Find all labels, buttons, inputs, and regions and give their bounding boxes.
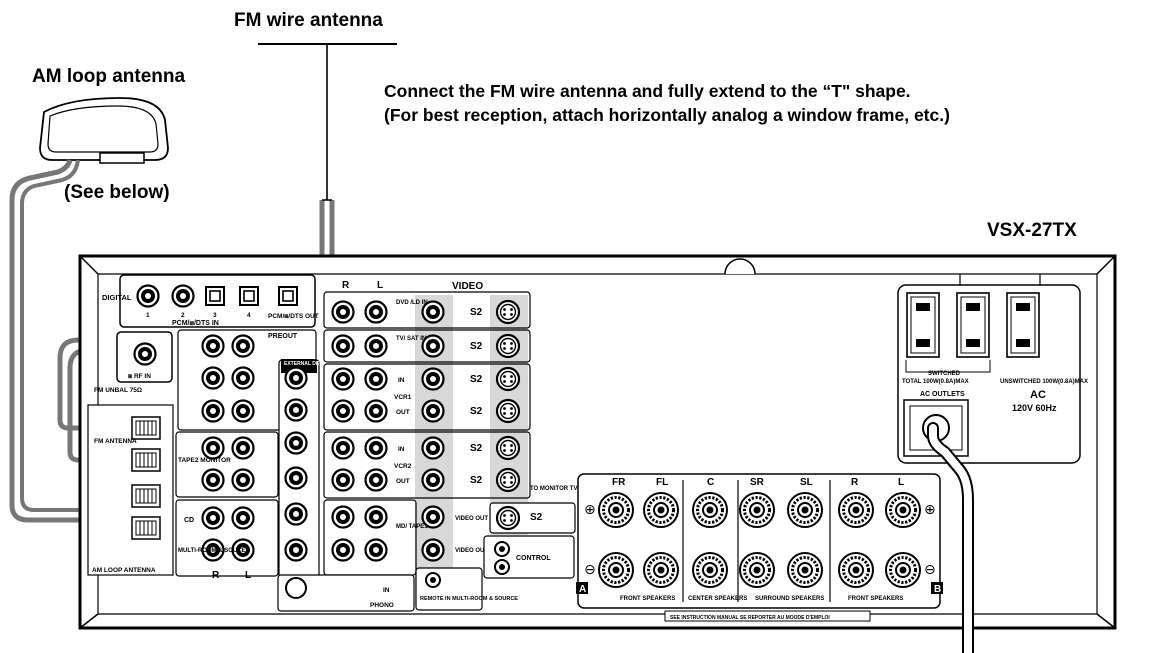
s2-label-3: S2: [470, 374, 483, 385]
am-loop-antenna-label: AM loop antenna: [32, 66, 186, 87]
unswitched-label: UNSWITCHED 100W(0.8A)MAX: [1000, 379, 1088, 385]
cd-label: CD: [184, 517, 194, 524]
external-decoder-label: EXTERNAL DECODER IN: [284, 361, 344, 367]
speaker-b-label: B: [934, 584, 941, 595]
ac-rating-label: 120V 60Hz: [1012, 403, 1057, 413]
speaker-r-label: R: [851, 477, 859, 488]
svg-text:⊕: ⊕: [924, 502, 936, 518]
vcr1-label: VCR1: [394, 394, 412, 401]
vcr1-in-label: IN: [398, 377, 405, 384]
speaker-sl-label: SL: [800, 477, 813, 488]
speaker-c-label: C: [707, 477, 714, 488]
pcm-dts-in-label: PCM/⧈/DTS IN: [172, 320, 219, 327]
s2-label-1: S2: [470, 307, 483, 318]
surround-speakers-label: SURROUND SPEAKERS: [755, 596, 824, 602]
see-below-label: (See below): [64, 182, 170, 203]
remote-in-label: REMOTE IN MULTI-ROOM & SOURCE: [420, 596, 518, 602]
digital-in-4-label: 4: [247, 312, 251, 319]
s2-label-2: S2: [470, 341, 483, 352]
switched-total-label: TOTAL 100W(0.8A)MAX: [902, 379, 969, 385]
am-loop-antenna-panel-label: AM LOOP ANTENNA: [92, 567, 156, 574]
model-label: VSX-27TX: [987, 220, 1077, 241]
left-block-l-label: L: [245, 570, 251, 581]
tape2-monitor-label: TAPE2 MONITOR: [178, 457, 231, 464]
switched-label: SWITCHED: [928, 371, 961, 377]
digital-in-3-label: 3: [213, 312, 217, 319]
ac-label: AC: [1030, 389, 1046, 401]
front-speakers-b-label: FRONT SPEAKERS: [848, 596, 903, 602]
instruction-line-1: Connect the FM wire antenna and fully ex…: [384, 81, 911, 101]
digital-label: DIGITAL: [102, 293, 132, 302]
video-header: VIDEO: [452, 281, 483, 292]
preout-label: PREOUT: [268, 333, 298, 340]
fm-unbal-label: FM UNBAL 75Ω: [94, 387, 142, 394]
digital-in-2-label: 2: [181, 312, 185, 319]
svg-text:⊖: ⊖: [584, 562, 596, 578]
md-tape1-label: MD/ TAPE1: [396, 524, 428, 530]
vcr1-out-label: OUT: [396, 409, 410, 416]
svg-text:⊖: ⊖: [924, 562, 936, 578]
speaker-fr-label: FR: [612, 477, 626, 488]
speaker-fl-label: FL: [656, 477, 668, 488]
control-label: CONTROL: [516, 555, 551, 562]
center-speakers-label: CENTER SPEAKERS: [688, 596, 747, 602]
s2-label-6: S2: [470, 475, 483, 486]
pcm-dts-out-label: PCM/⧈/DTS OUT: [268, 313, 319, 320]
see-manual-label: SEE INSTRUCTION MANUAL SE REPORTER AU MO…: [670, 615, 830, 621]
phono-label: PHONO: [370, 602, 394, 609]
video-out-label-1: VIDEO OUT: [455, 516, 488, 522]
digital-in-1-label: 1: [146, 312, 150, 319]
rf-in-label: ⧈ RF IN: [128, 373, 151, 380]
svg-text:⊕: ⊕: [584, 502, 596, 518]
fm-wire-antenna-label: FM wire antenna: [234, 10, 383, 31]
vcr2-label: VCR2: [394, 463, 412, 470]
ac-outlets-label: AC OUTLETS: [920, 391, 965, 398]
front-speakers-a-label: FRONT SPEAKERS: [620, 596, 675, 602]
tv-sat-in-label: TV/ SAT IN: [396, 336, 426, 342]
monitor-s2-label: S2: [530, 512, 543, 523]
multi-room-source-label: MULTI-ROOM & SOUCE: [178, 548, 246, 554]
video-out-label-2: VIDEO OUT: [455, 548, 488, 554]
dvd-ld-in-label: DVD /LD IN: [396, 300, 428, 306]
s2-label-4: S2: [470, 406, 483, 417]
instruction-line-2: (For best reception, attach horizontally…: [384, 105, 950, 125]
av-r-header: R: [342, 280, 350, 291]
left-block-r-label: R: [212, 570, 220, 581]
speaker-l-label: L: [898, 477, 904, 488]
fm-antenna-label: FM ANTENNA: [94, 438, 137, 445]
vcr2-in-label: IN: [398, 446, 405, 453]
speaker-a-label: A: [579, 584, 586, 595]
speaker-sr-label: SR: [750, 477, 765, 488]
phono-in-label: IN: [383, 587, 390, 594]
to-monitor-tv-label: TO MONITOR TV: [530, 486, 577, 492]
av-l-header: L: [377, 280, 383, 291]
s2-label-5: S2: [470, 443, 483, 454]
vcr2-out-label: OUT: [396, 478, 410, 485]
